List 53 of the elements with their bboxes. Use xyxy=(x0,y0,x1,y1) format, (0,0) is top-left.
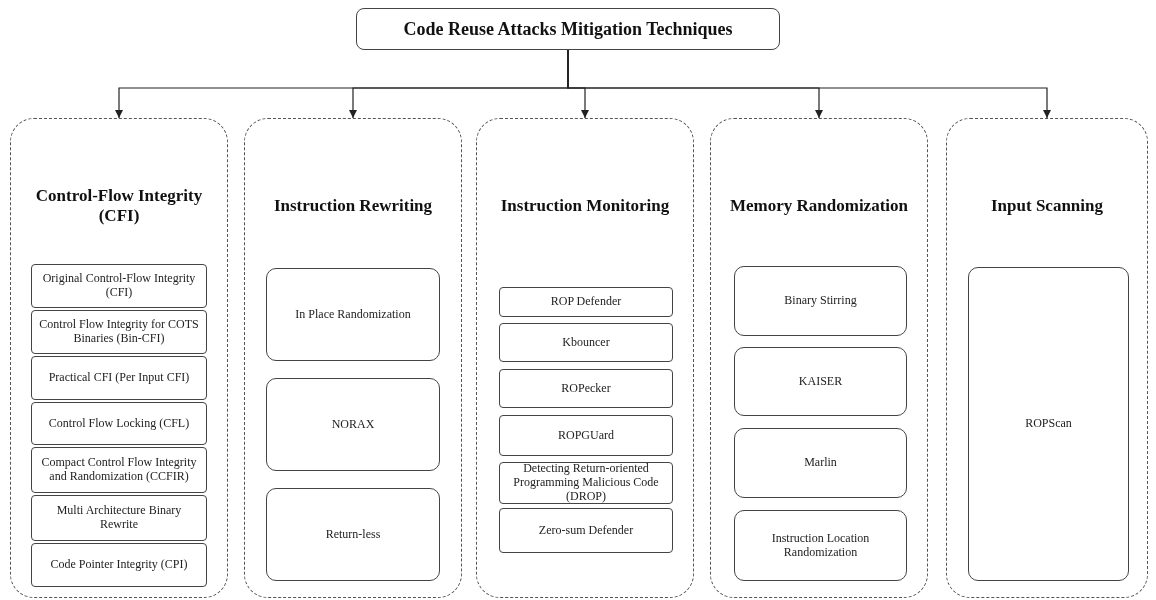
technique-box xyxy=(31,447,207,493)
technique-box xyxy=(31,402,207,445)
technique-box xyxy=(734,510,907,581)
category-panel xyxy=(10,118,228,598)
technique-box xyxy=(31,310,207,354)
technique-box xyxy=(499,369,673,408)
technique-box xyxy=(31,356,207,400)
column-heading: Instruction Rewriting xyxy=(273,195,433,217)
column-heading: Control-Flow Integrity (CFI) xyxy=(34,185,204,227)
node-label: Return-less xyxy=(325,527,381,542)
technique-box xyxy=(734,428,907,498)
node-label: Compact Control Flow Integrity and Randomization (CCFIR) xyxy=(40,456,198,484)
category-panel xyxy=(946,118,1148,598)
node-label: ROPGUard xyxy=(558,428,614,443)
node-label: ROPScan xyxy=(1025,417,1072,431)
technique-box xyxy=(31,264,207,308)
node-label: Kbouncer xyxy=(562,335,610,350)
node-label: Code Reuse Attacks Mitigation Techniques xyxy=(403,18,733,40)
technique-box xyxy=(266,378,440,471)
category-panel xyxy=(710,118,928,598)
technique-box xyxy=(499,287,673,317)
technique-box xyxy=(266,268,440,361)
technique-box xyxy=(968,267,1129,581)
node-label: Code Pointer Integrity (CPI) xyxy=(50,558,188,572)
column-heading: Input Scanning xyxy=(991,195,1103,217)
node-label: Original Control-Flow Integrity (CFI) xyxy=(41,272,197,300)
technique-box xyxy=(266,488,440,581)
node-label: In Place Randomization xyxy=(295,307,411,322)
node-label: Zero-sum Defender xyxy=(538,523,634,538)
node-label: ROP Defender xyxy=(550,295,622,309)
node-label: NORAX xyxy=(331,417,375,432)
technique-box xyxy=(31,495,207,541)
node-label: Binary Stirring xyxy=(784,294,857,308)
node-label: Control Flow Locking (CFL) xyxy=(48,416,190,431)
technique-box xyxy=(499,323,673,362)
node-label: ROPecker xyxy=(561,381,611,396)
technique-box xyxy=(734,266,907,336)
technique-box xyxy=(31,543,207,587)
column-heading: Memory Randomization xyxy=(730,195,908,217)
node-label: Multi Architecture Binary Rewrite xyxy=(55,504,183,532)
technique-box xyxy=(499,415,673,456)
title-box xyxy=(356,8,780,50)
node-label: Practical CFI (Per Input CFI) xyxy=(48,371,190,385)
node-label: KAISER xyxy=(798,374,843,389)
category-panel xyxy=(244,118,462,598)
node-label: Control Flow Integrity for COTS Binaries (Bin-CFI) xyxy=(38,318,200,346)
technique-box xyxy=(499,508,673,553)
node-label: Detecting Return-oriented Programming Malicious Code (DROP) xyxy=(512,462,660,504)
column-heading: Instruction Monitoring xyxy=(500,195,670,217)
category-panel xyxy=(476,118,694,598)
node-label: Instruction Location Randomization xyxy=(770,531,871,560)
technique-box xyxy=(734,347,907,416)
node-label: Marlin xyxy=(804,456,837,470)
